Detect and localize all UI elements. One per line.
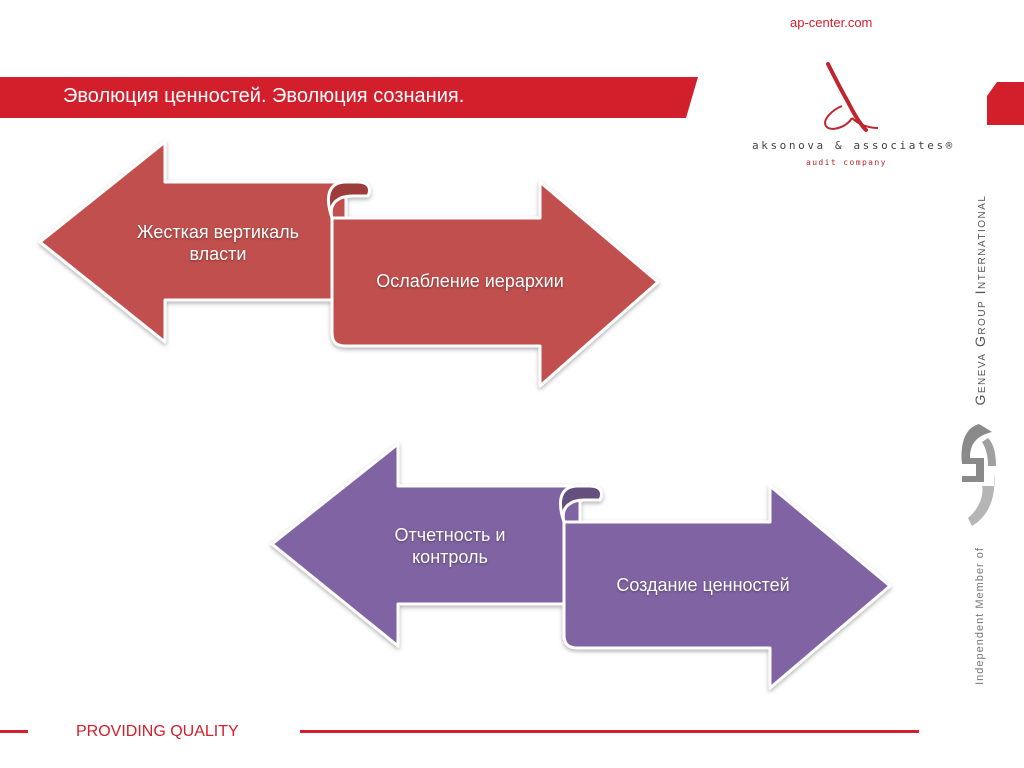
title-bar (0, 77, 698, 118)
right-arrow-red (330, 180, 660, 388)
footer-divider-right (300, 730, 919, 733)
logo-subtitle: audit company (806, 158, 887, 167)
scroll-curl-red (327, 180, 372, 220)
right-arrow-purple (562, 484, 892, 690)
label-value-creation: Создание ценностей (616, 575, 790, 595)
arrow-pair-1 (38, 140, 660, 388)
corner-tab (987, 82, 1024, 125)
footer-divider-left (0, 730, 28, 733)
ggi-logo-icon (961, 424, 996, 526)
label-centralized-power: Жесткая вертикаль власти (136, 222, 300, 264)
label-weakening-hierarchy: Ослабление иерархии (376, 271, 564, 291)
left-arrow-purple (270, 442, 582, 648)
logo-name: aksonova & associates® (752, 139, 955, 152)
label-reporting-control: Отчетность и контроль (394, 525, 506, 567)
site-link[interactable]: ap-center.com (790, 15, 873, 30)
scroll-curl-purple (559, 484, 604, 524)
footer-tagline: PROVIDING QUALITY (76, 723, 239, 740)
company-logo (824, 62, 879, 132)
page-title: Эволюция ценностей. Эволюция сознания. (63, 85, 465, 107)
arrow-pair-2 (270, 442, 892, 690)
left-arrow-red (38, 140, 348, 344)
